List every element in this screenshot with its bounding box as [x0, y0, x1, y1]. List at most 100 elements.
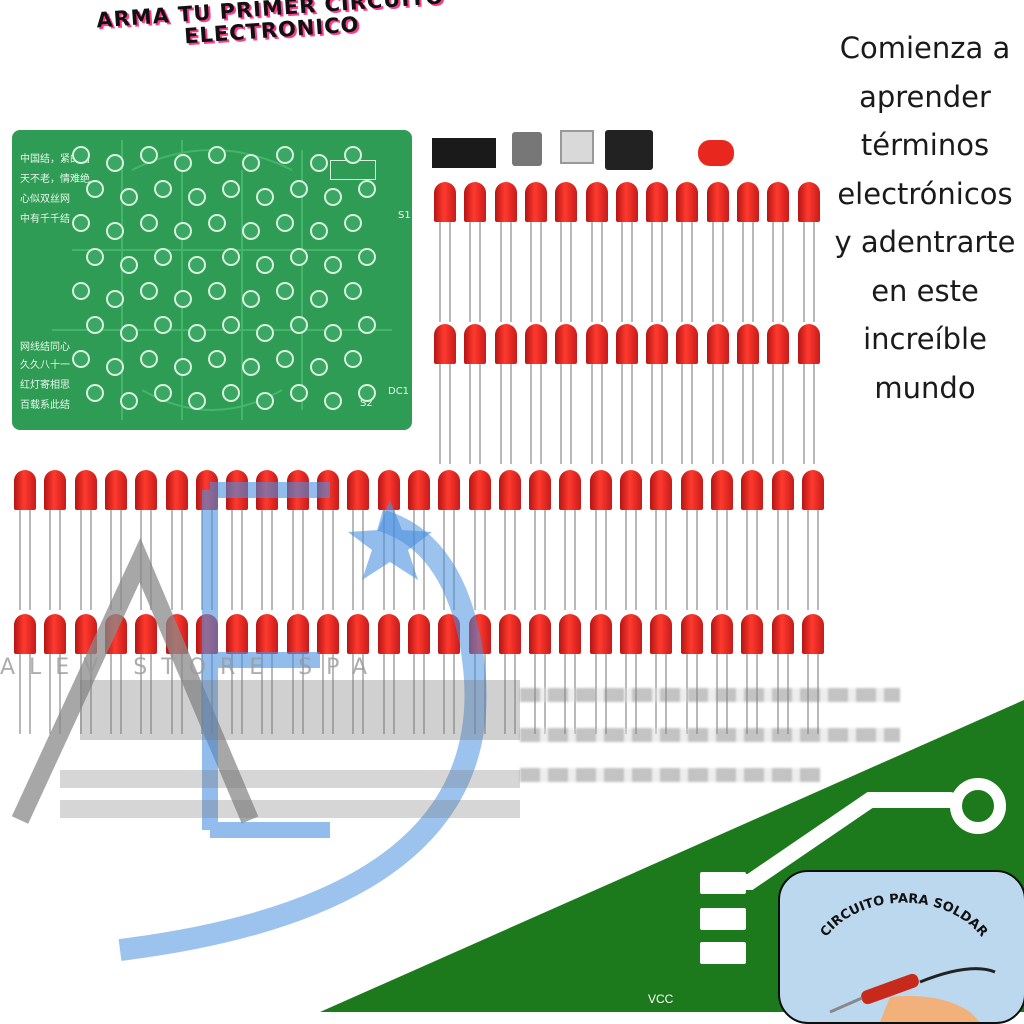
pcb-pad: [208, 350, 226, 368]
pcb-pad: [324, 324, 342, 342]
pcb-pad: [344, 146, 362, 164]
tagline-line: y adentrarte: [834, 225, 1016, 259]
pcb-pad: [154, 316, 172, 334]
red-led: [620, 470, 644, 610]
pcb-pad: [140, 214, 158, 232]
red-led: [377, 614, 402, 734]
pcb-label-s2: S2: [360, 398, 373, 409]
red-led: [44, 614, 68, 734]
pcb-pad: [154, 384, 172, 402]
pcb-pad: [344, 214, 362, 232]
red-led: [585, 324, 610, 464]
pcb-pad: [290, 180, 308, 198]
soldering-iron-icon: [829, 967, 996, 1022]
tagline-line: términos: [860, 128, 990, 162]
red-led: [165, 470, 190, 610]
pcb-poem-line: 网线结同心: [20, 342, 70, 353]
pcb-pad: [324, 392, 342, 410]
ic-chip: [432, 138, 496, 168]
slide-switch: [512, 132, 542, 166]
red-led: [14, 470, 38, 610]
red-led: [464, 182, 488, 322]
red-led: [256, 614, 280, 734]
pcb-pad: [174, 222, 192, 240]
pcb-poem-line: 心似双丝网: [20, 194, 70, 205]
pcb-poem-line: 久久八十一: [20, 360, 70, 371]
pcb-pad: [106, 222, 124, 240]
pcb-pad: [324, 188, 342, 206]
red-led: [646, 182, 670, 322]
pcb-poem-line: 中国结，紧的结: [20, 154, 90, 165]
pcb-pad: [86, 384, 104, 402]
pcb-pad: [344, 350, 362, 368]
red-led: [434, 182, 458, 322]
watermark-e-shape: [202, 482, 330, 838]
red-led: [434, 324, 458, 464]
red-led: [680, 470, 705, 610]
tagline: Comienza a aprender términos electrónico…: [830, 24, 1020, 412]
red-led: [347, 470, 371, 610]
pcb-pad: [358, 248, 376, 266]
red-led: [464, 324, 488, 464]
red-led: [767, 182, 791, 322]
red-led: [559, 470, 583, 610]
red-led: [676, 182, 700, 322]
pcb-pad: [120, 188, 138, 206]
pcb-pad: [290, 248, 308, 266]
vcc-label: VCC: [648, 992, 674, 1006]
pcb-pad: [222, 248, 240, 266]
pcb-pad: [276, 214, 294, 232]
pcb-label-dc1: DC1: [388, 386, 410, 397]
pcb-pad: [208, 214, 226, 232]
pcb-pad: [86, 180, 104, 198]
red-led: [347, 614, 371, 734]
blurred-strip: [520, 688, 900, 702]
tagline-line: en este: [871, 273, 979, 308]
pcb-poem-line: 百载系此结: [20, 400, 70, 411]
tagline-line: aprender: [859, 79, 991, 114]
watermark-swoosh: [118, 509, 487, 961]
blurred-strip: [520, 768, 820, 782]
pcb-pad: [222, 316, 240, 334]
pcb-poem-line: 天不老，情难绝: [20, 174, 90, 185]
pcb-pad: [290, 384, 308, 402]
red-led: [767, 324, 791, 464]
red-led: [555, 324, 579, 464]
pcb-pad: [242, 290, 260, 308]
pcb-pad: [120, 256, 138, 274]
pcb-label-s1: S1: [398, 210, 411, 221]
red-led: [771, 470, 796, 610]
pcb-pad: [310, 222, 328, 240]
pcb-pad: [310, 154, 328, 172]
watermark-star-icon: [348, 500, 432, 580]
watermark-logo: [11, 482, 520, 961]
dc-jack: [605, 130, 653, 170]
pcb-pad: [188, 188, 206, 206]
pcb-pad: [242, 358, 260, 376]
red-led: [494, 182, 519, 322]
pcb-pad: [208, 282, 226, 300]
red-led: [226, 614, 250, 734]
pcb-pad: [324, 256, 342, 274]
red-led: [737, 182, 761, 322]
badge-arc-text: CIRCUITO PARA SOLDAR: [818, 892, 991, 940]
red-led: [797, 182, 822, 322]
pcb-pad: [72, 214, 90, 232]
pcb-pad: [72, 282, 90, 300]
tagline-line: mundo: [874, 370, 976, 405]
red-led: [286, 614, 311, 734]
red-led: [317, 614, 341, 734]
pcb-pad: [120, 324, 138, 342]
red-led: [438, 614, 462, 734]
red-led: [737, 324, 761, 464]
pcb-pad: [154, 180, 172, 198]
tagline-line: Comienza a: [839, 31, 1011, 65]
pcb-pad: [358, 316, 376, 334]
pcb-pad: [222, 180, 240, 198]
red-led: [797, 324, 822, 464]
pcb-pad: [208, 146, 226, 164]
pcb-pad: [140, 282, 158, 300]
pcb-pad: [242, 222, 260, 240]
pcb-pad: [174, 154, 192, 172]
tagline-line: electrónicos: [837, 176, 1013, 211]
